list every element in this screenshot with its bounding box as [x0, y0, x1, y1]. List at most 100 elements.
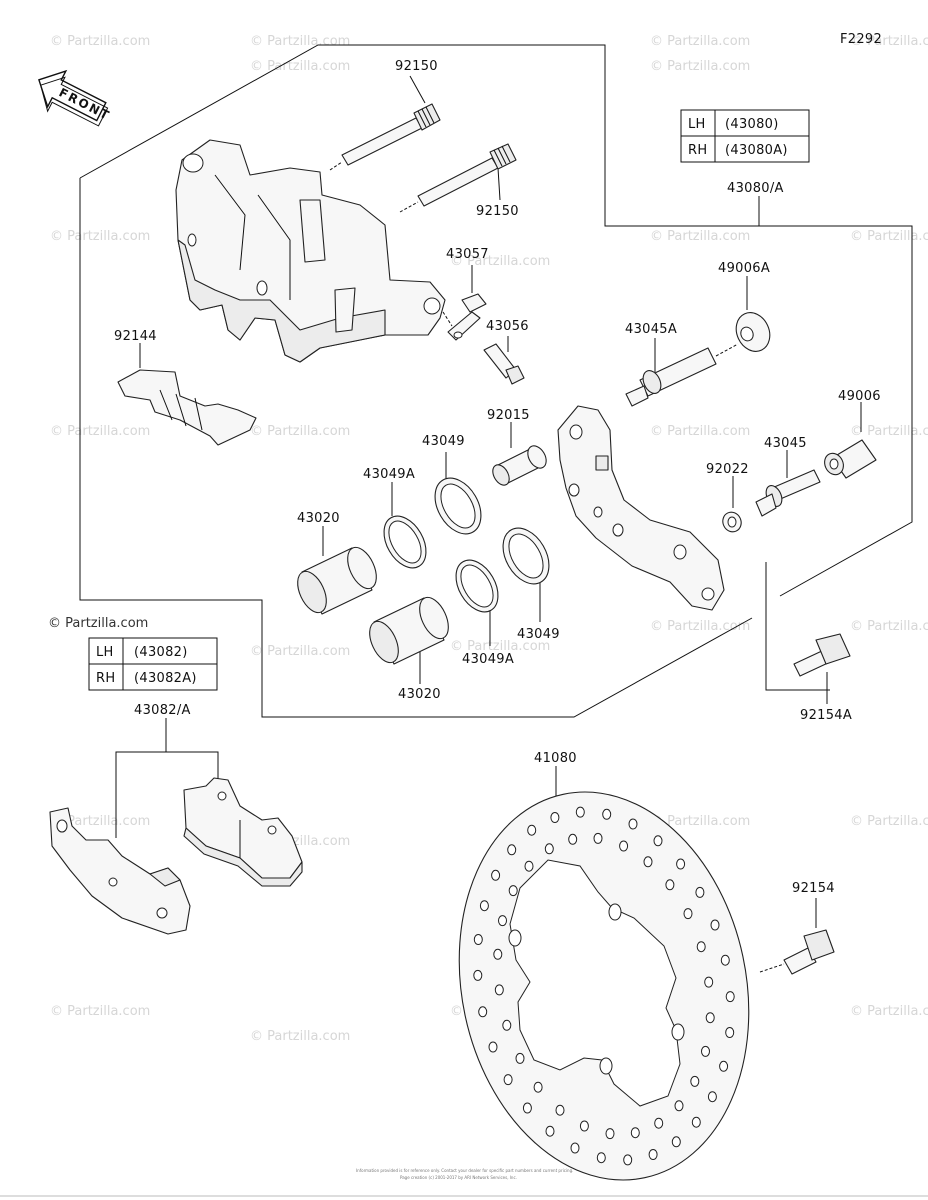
- part-label: 43045A: [625, 322, 677, 337]
- part-label: 43049A: [462, 652, 514, 667]
- caliper-assembly-outline: [79, 44, 913, 597]
- bleeder-valve: [483, 336, 525, 385]
- disc-hole: [619, 840, 629, 852]
- caliper-assembly-outline-lower: [79, 178, 753, 718]
- watermark: © Partzilla.com: [850, 229, 928, 244]
- corner-watermark: © Partzilla.com: [48, 616, 148, 631]
- disc-hole: [570, 1142, 580, 1154]
- holder-pin-a: [625, 338, 717, 407]
- disc-hole: [515, 1052, 525, 1064]
- disc-hole: [648, 1149, 658, 1160]
- brake-disc: [458, 766, 750, 1181]
- watermark: © Partzilla.com: [250, 1029, 350, 1044]
- part-label: 92022: [706, 462, 749, 477]
- part-label: 43056: [486, 319, 529, 334]
- part-label: 92150: [395, 59, 438, 74]
- disc-hole: [720, 954, 730, 966]
- part-label: 92154A: [800, 708, 852, 723]
- pad-table-part: (43082A): [134, 671, 197, 686]
- disc-hole: [695, 886, 705, 898]
- piston-top: [297, 526, 377, 615]
- watermark: © Partzilla.com: [650, 34, 750, 49]
- disc-holes: [473, 806, 735, 1166]
- disc-hole: [555, 1104, 565, 1116]
- watermark: © Partzilla.com: [650, 229, 750, 244]
- disc-hole: [704, 976, 714, 988]
- disc-bolt: [759, 898, 835, 975]
- part-label: 41080: [534, 751, 577, 766]
- disc-hole: [690, 1075, 700, 1087]
- holder-pin: [755, 450, 821, 517]
- disc-hole: [488, 1041, 498, 1053]
- disc-hole: [674, 1100, 684, 1112]
- bleeder-cap: [447, 265, 487, 341]
- disc-hole: [579, 1120, 589, 1132]
- disc-hole: [568, 833, 578, 845]
- boot: [824, 402, 877, 479]
- boot-a: [735, 276, 771, 352]
- disc-hole: [498, 915, 507, 927]
- disc-hole: [707, 1091, 717, 1103]
- pad-table-side: RH: [96, 671, 115, 686]
- disc-hole: [491, 869, 501, 881]
- disc-hole: [683, 908, 693, 920]
- watermark: © Partzilla.com: [50, 814, 150, 829]
- disc-hole: [710, 919, 720, 931]
- part-label: 43082/A: [134, 703, 191, 718]
- caliper-table-side: LH: [688, 117, 706, 132]
- part-label: 43020: [398, 687, 441, 702]
- pad-assembly-leader: [115, 751, 219, 838]
- disc-hole: [544, 843, 554, 855]
- disc-hole: [502, 1019, 512, 1031]
- disc-hole: [725, 1027, 735, 1038]
- part-label: 43049A: [363, 467, 415, 482]
- brake-pad-right: [183, 777, 303, 887]
- pad-table: LH (43082) RH (43082A): [88, 637, 218, 691]
- disc-hole: [643, 856, 653, 868]
- pad-table-side: LH: [96, 645, 114, 660]
- part-label: 43057: [446, 247, 489, 262]
- watermark: © Partzilla.com: [450, 254, 550, 269]
- disc-hole: [478, 1006, 488, 1018]
- watermark: © Partzilla.com: [850, 619, 928, 634]
- disc-hole: [575, 806, 585, 818]
- watermark: © Partzilla.com: [650, 619, 750, 634]
- disc-hole: [654, 1117, 664, 1129]
- part-label: 43049: [422, 434, 465, 449]
- disc-hole: [522, 1102, 532, 1114]
- part-label: 92154: [792, 881, 835, 896]
- disc-hole: [473, 934, 483, 945]
- disc-hole: [671, 1136, 681, 1148]
- disc-hole: [593, 832, 603, 844]
- front-direction-badge: FRONT: [38, 69, 113, 127]
- disc-hole: [630, 1127, 640, 1139]
- disc-hole: [705, 1012, 715, 1024]
- part-labels: 92150 92150 43057 43056 92144 43080/A 49…: [114, 59, 881, 896]
- piston-bottom: [369, 596, 449, 684]
- caliper-body: [175, 139, 446, 363]
- part-label: 49006: [838, 389, 881, 404]
- disc-hole: [527, 824, 537, 836]
- part-label: 92150: [476, 204, 519, 219]
- footer-disclaimer: Information provided is for reference on…: [356, 1168, 573, 1173]
- sleeve: [492, 422, 547, 486]
- dust-seal-top: [383, 482, 427, 569]
- disc-hole: [605, 1128, 615, 1140]
- bolt-pin-top: [329, 75, 441, 171]
- part-label: 43049: [517, 627, 560, 642]
- caliper-table: LH (43080) RH (43080A): [680, 109, 810, 163]
- disc-hole: [596, 1152, 606, 1164]
- part-label: 43045: [764, 436, 807, 451]
- watermark: © Partzilla.com: [50, 1004, 150, 1019]
- footer-copyright: Page creation (c) 2001-2017 by ARI Netwo…: [400, 1175, 517, 1180]
- watermark: © Partzilla.com: [50, 34, 150, 49]
- disc-hole: [623, 1154, 633, 1166]
- part-label: 49006A: [718, 261, 770, 276]
- watermark: © Partzilla.com: [850, 424, 928, 439]
- watermark: © Partzilla.com: [50, 229, 150, 244]
- caliper-table-part: (43080A): [725, 143, 788, 158]
- caliper-bolt: [765, 562, 851, 704]
- caliper-table-side: RH: [688, 143, 707, 158]
- part-label: 92144: [114, 329, 157, 344]
- watermark: © Partzilla.com: [250, 34, 350, 49]
